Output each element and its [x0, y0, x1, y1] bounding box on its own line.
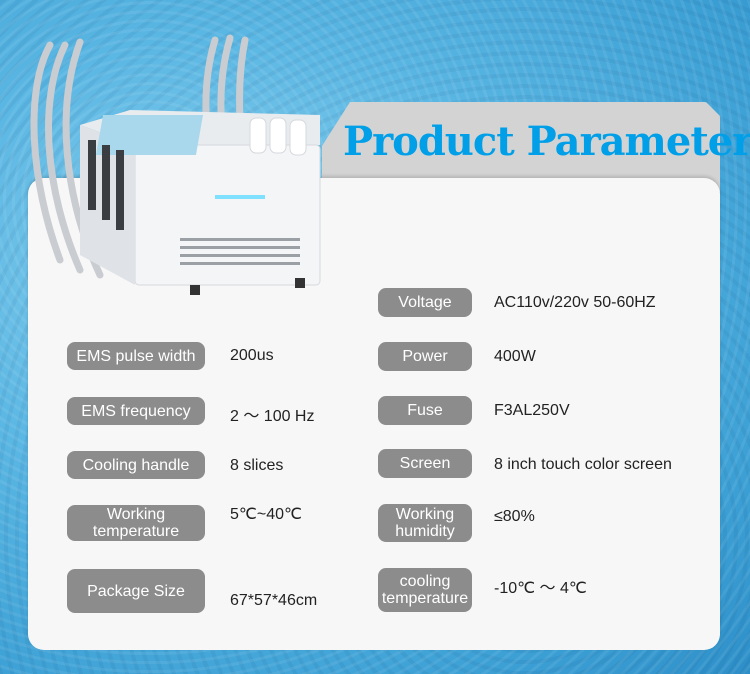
label-voltage: Voltage	[378, 288, 472, 317]
label-package-size: Package Size	[67, 569, 205, 613]
value-ems-frequency: 2 ～ 100 Hz	[230, 408, 315, 425]
value-screen: 8 inch touch color screen	[494, 456, 672, 473]
value-working-temperature: 5℃~40℃	[230, 506, 302, 523]
value-package-size: 67*57*46cm	[230, 592, 318, 609]
value-ems-pulse-width: 200us	[230, 347, 274, 364]
label-ems-pulse-width: EMS pulse width	[67, 342, 205, 370]
title-tab	[322, 102, 720, 192]
value-power: 400W	[494, 348, 536, 365]
page-title: Product Parameter	[343, 118, 750, 165]
value-fuse: F3AL250V	[494, 402, 570, 419]
label-cooling-temperature: cooling temperature	[378, 568, 472, 612]
label-power: Power	[378, 342, 472, 371]
value-voltage: AC110v/220v 50-60HZ	[494, 294, 656, 311]
label-working-humidity: Working humidity	[378, 504, 472, 542]
label-screen: Screen	[378, 449, 472, 478]
value-working-humidity: ≤80%	[494, 508, 535, 525]
label-ems-frequency: EMS frequency	[67, 397, 205, 425]
label-cooling-handle: Cooling handle	[67, 451, 205, 479]
value-cooling-handle: 8 slices	[230, 457, 284, 474]
product-image	[30, 34, 321, 295]
label-working-temperature: Working temperature	[67, 505, 205, 541]
value-cooling-temperature: -10℃ ～ 4℃	[494, 580, 587, 597]
label-fuse: Fuse	[378, 396, 472, 425]
